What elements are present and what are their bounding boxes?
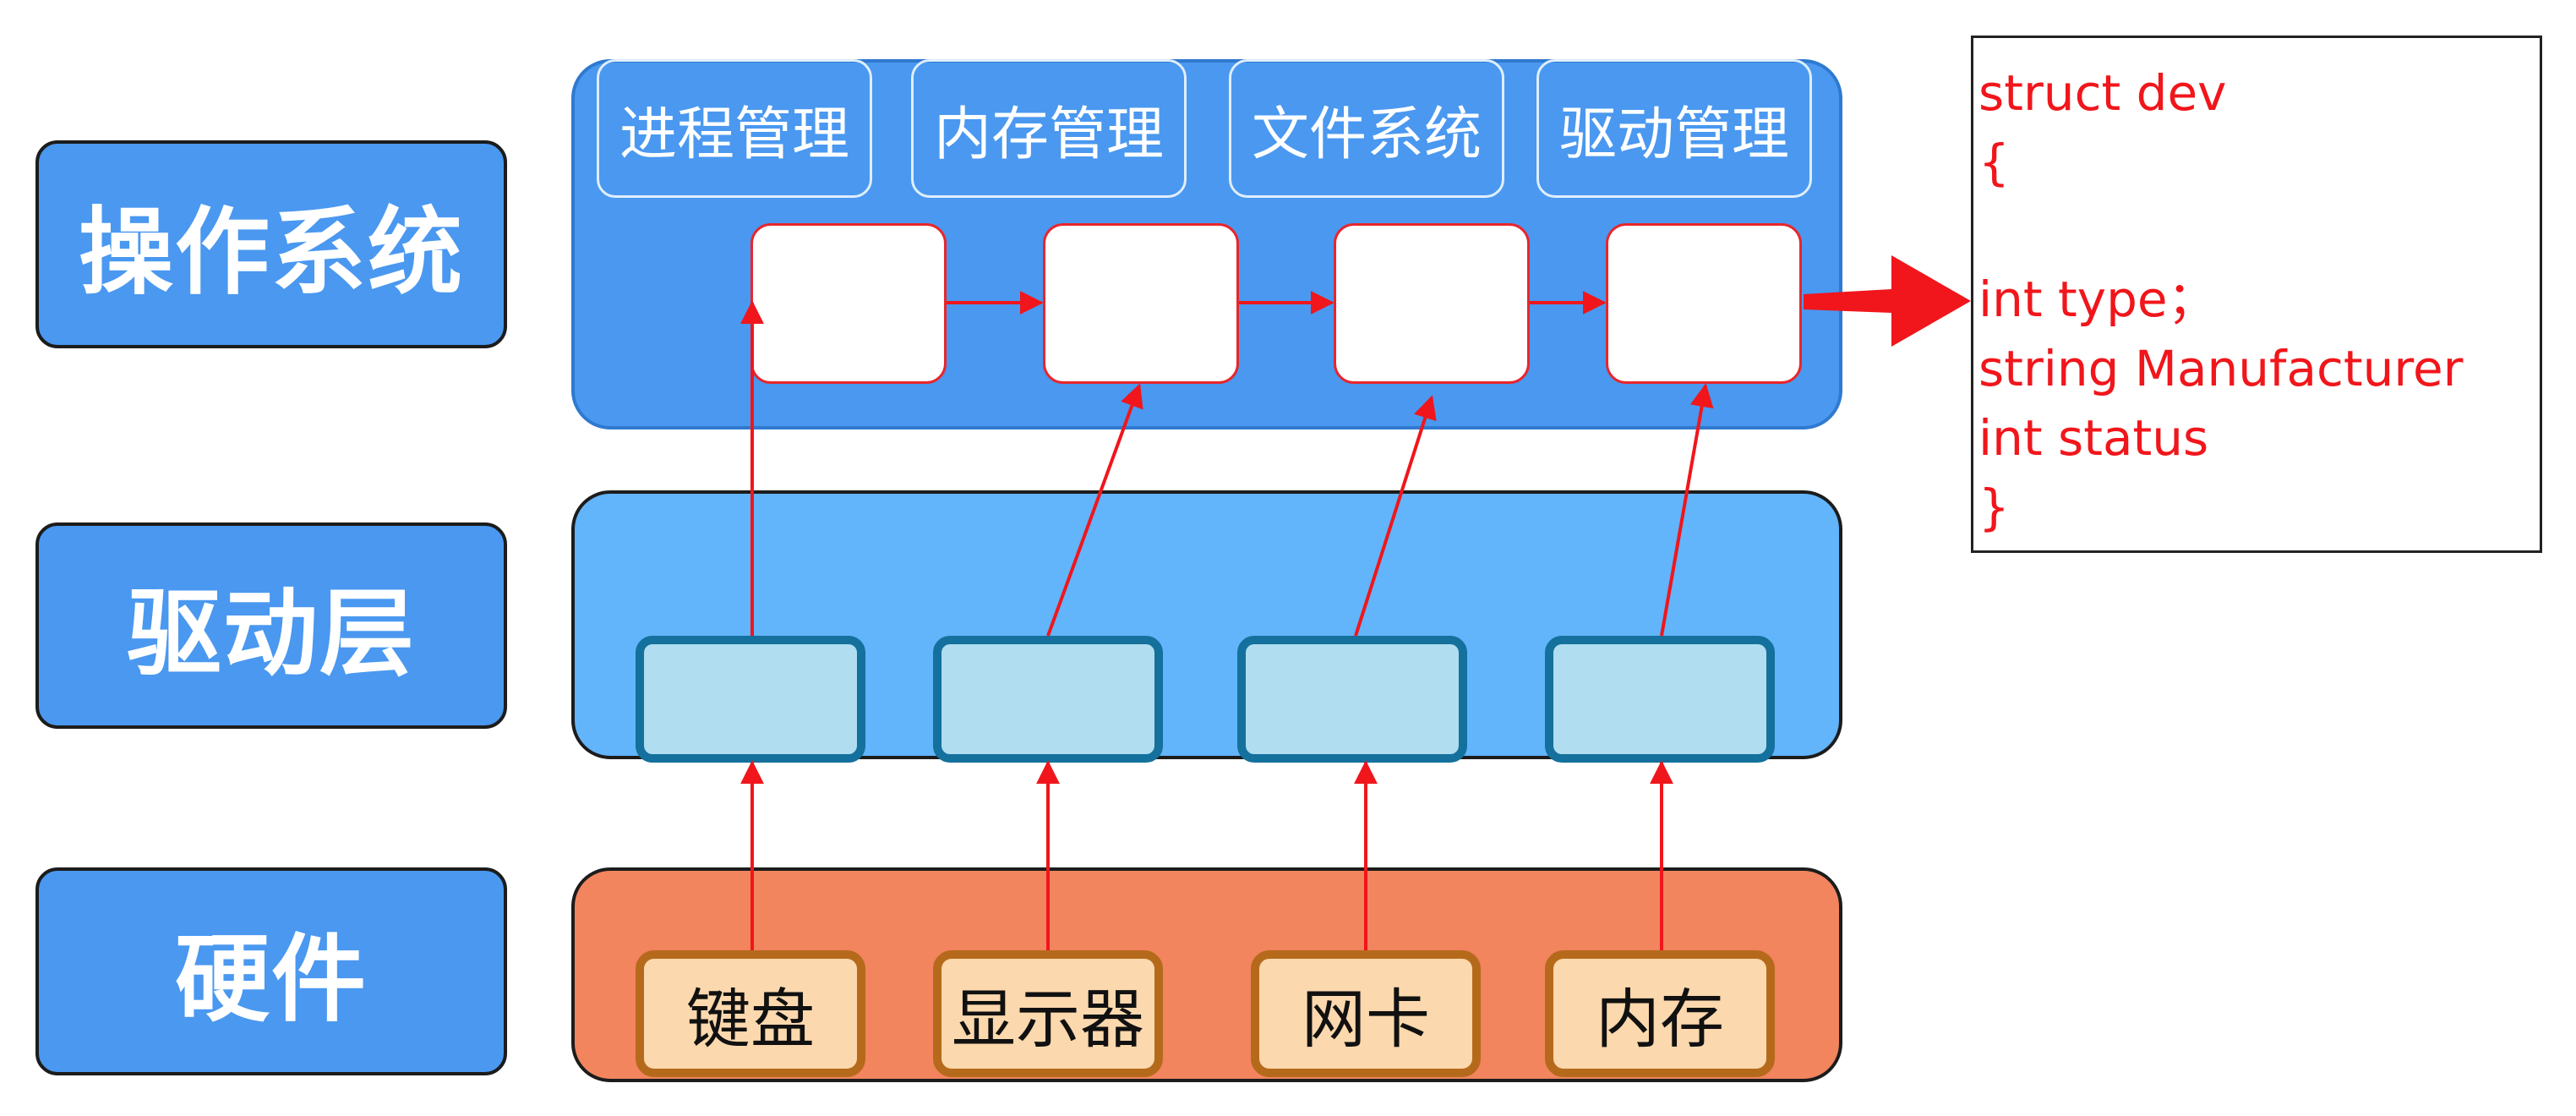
module-file-system: 文件系统 [1229, 59, 1504, 198]
hardware-box-network-card: 网卡 [1251, 950, 1481, 1077]
code-line-int-type: int type； [1978, 271, 2217, 328]
struct-code-box: struct dev { int type； string Manufactur… [1971, 36, 2542, 553]
layer-label-hardware: 硬件 [35, 867, 507, 1075]
code-line-struct: struct dev [1978, 64, 2227, 122]
module-process-management: 进程管理 [597, 59, 872, 198]
driver-box-network [1237, 636, 1467, 763]
driver-box-display [933, 636, 1163, 763]
code-line-open-brace: { [1978, 134, 2010, 191]
layer-label-driver: 驱动层 [35, 522, 507, 729]
driver-box-keyboard [636, 636, 865, 763]
module-driver-management: 驱动管理 [1536, 59, 1812, 198]
device-node-3 [1334, 223, 1530, 384]
hardware-box-keyboard: 键盘 [636, 950, 865, 1077]
device-node-4 [1606, 223, 1802, 384]
code-line-close-brace: } [1978, 479, 2010, 536]
layer-label-os: 操作系统 [35, 140, 507, 348]
code-line-int-status: int status [1978, 409, 2209, 467]
hardware-box-display: 显示器 [933, 950, 1163, 1077]
module-memory-management: 内存管理 [911, 59, 1187, 198]
hardware-box-memory: 内存 [1545, 950, 1775, 1077]
device-node-2 [1043, 223, 1239, 384]
code-line-string-manufacturer: string Manufacturer [1978, 340, 2464, 397]
driver-box-memory [1545, 636, 1775, 763]
device-node-1 [750, 223, 947, 384]
